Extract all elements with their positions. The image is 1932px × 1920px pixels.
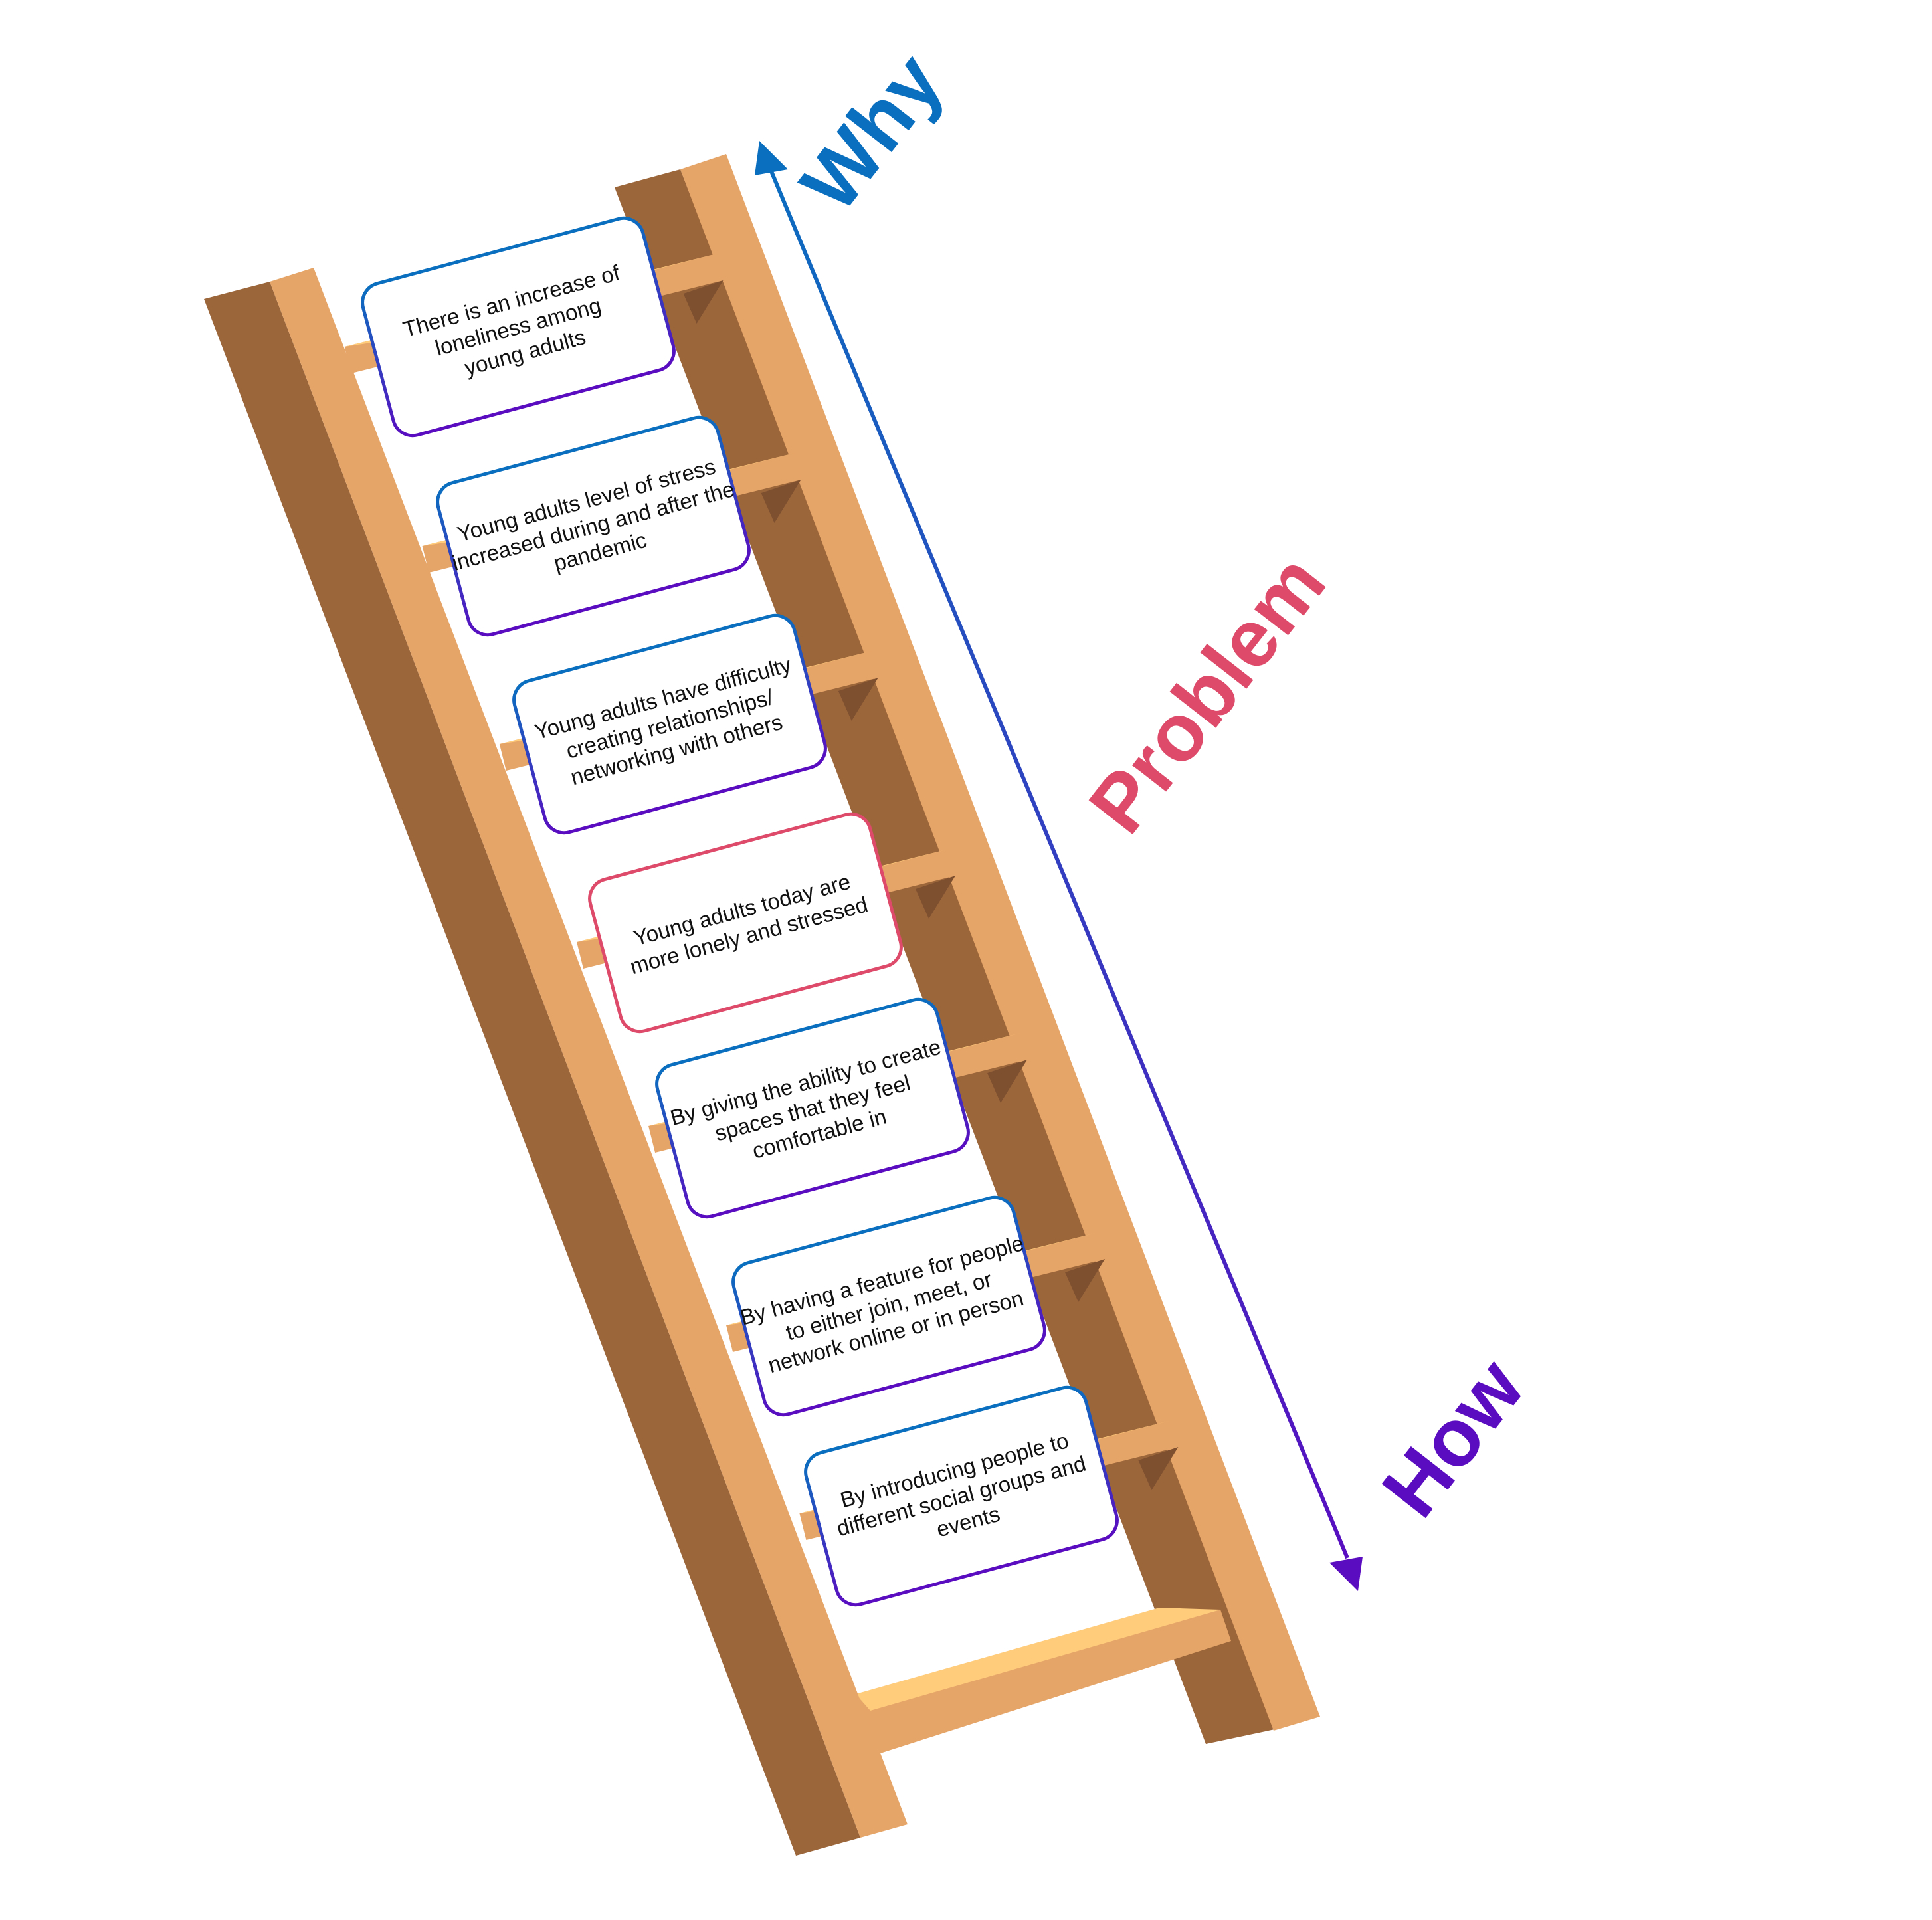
arrow-head-down-icon <box>1329 1557 1363 1591</box>
arrow-head-up-icon <box>755 141 788 175</box>
ladder-rung-bottom <box>856 1608 1231 1754</box>
card-box <box>804 1385 1119 1607</box>
how-label: How <box>1365 1342 1541 1533</box>
card-box <box>655 997 970 1219</box>
card-box <box>731 1195 1046 1417</box>
problem-label: Problem <box>1072 538 1343 849</box>
ladder-left-rail <box>204 268 908 1856</box>
card-box <box>588 812 903 1034</box>
card-box <box>361 216 676 438</box>
card-box <box>436 415 751 637</box>
why-label: Why <box>783 37 960 228</box>
ladder-right-rail <box>615 154 1320 1744</box>
why-how-arrow <box>755 141 1363 1591</box>
card-box <box>512 613 827 835</box>
